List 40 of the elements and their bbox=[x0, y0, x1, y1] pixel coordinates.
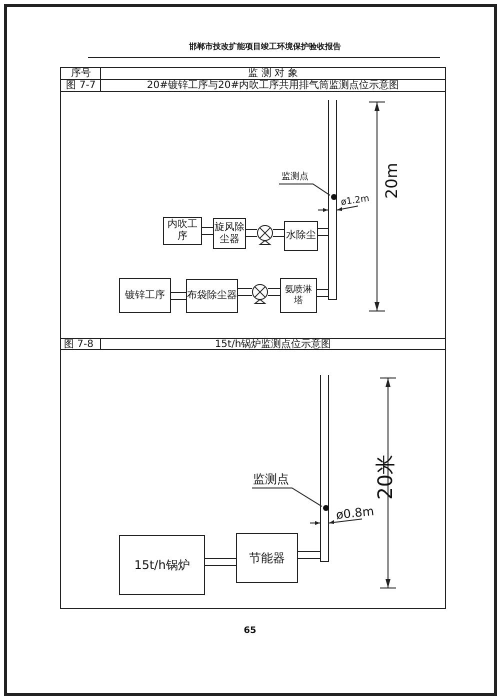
page-number: 65 bbox=[242, 627, 258, 637]
process-box: 节能器 bbox=[236, 533, 298, 583]
figure-number: 图 7-7 bbox=[65, 80, 97, 91]
dimension-text: 20m bbox=[383, 162, 401, 199]
duct bbox=[202, 227, 214, 235]
duct bbox=[318, 228, 328, 236]
duct bbox=[316, 289, 328, 297]
duct bbox=[170, 292, 186, 300]
leader-line bbox=[278, 184, 330, 196]
monitoring-point-dot bbox=[330, 194, 336, 200]
duct bbox=[246, 229, 258, 237]
exhaust-stack bbox=[328, 100, 337, 300]
duct bbox=[268, 288, 280, 296]
callout-text: 监测点 bbox=[279, 171, 311, 183]
process-box: 内吹工序 bbox=[163, 217, 202, 245]
figure-title: 15t/h锅炉监测点位示意图 bbox=[214, 339, 332, 350]
process-box: 水除尘 bbox=[284, 221, 318, 251]
figure-title: 20#镀锌工序与20#内吹工序共用排气筒监测点位示意图 bbox=[146, 80, 400, 91]
duct bbox=[272, 229, 284, 237]
duct bbox=[298, 551, 320, 559]
callout-text: 监测点 bbox=[252, 472, 290, 487]
column-heading: 监 测 对 象 bbox=[247, 68, 299, 79]
figure-number: 图 7-8 bbox=[63, 339, 95, 350]
exhaust-stack bbox=[320, 375, 329, 562]
process-box: 15t/h锅炉 bbox=[119, 535, 205, 595]
fan-symbol bbox=[252, 284, 268, 304]
report-header: 邯郸市技改扩能项目竣工环境保护验收报告 bbox=[188, 43, 342, 52]
dimension-text: 20米 bbox=[374, 454, 396, 500]
duct bbox=[238, 288, 252, 296]
dimension-text: ø0.8m bbox=[334, 504, 376, 522]
process-box: 镀锌工序 bbox=[119, 278, 171, 313]
process-box: 旋风除尘器 bbox=[213, 218, 246, 249]
process-box: 布袋除尘器 bbox=[186, 279, 238, 313]
dimension-text: ø1.2m bbox=[339, 194, 372, 210]
column-heading: 序号 bbox=[70, 68, 92, 79]
leader-line bbox=[252, 488, 322, 507]
duct bbox=[204, 558, 236, 566]
monitoring-point-dot bbox=[322, 505, 328, 511]
fan-symbol bbox=[257, 225, 273, 245]
process-box: 氨喷淋塔 bbox=[280, 278, 317, 313]
